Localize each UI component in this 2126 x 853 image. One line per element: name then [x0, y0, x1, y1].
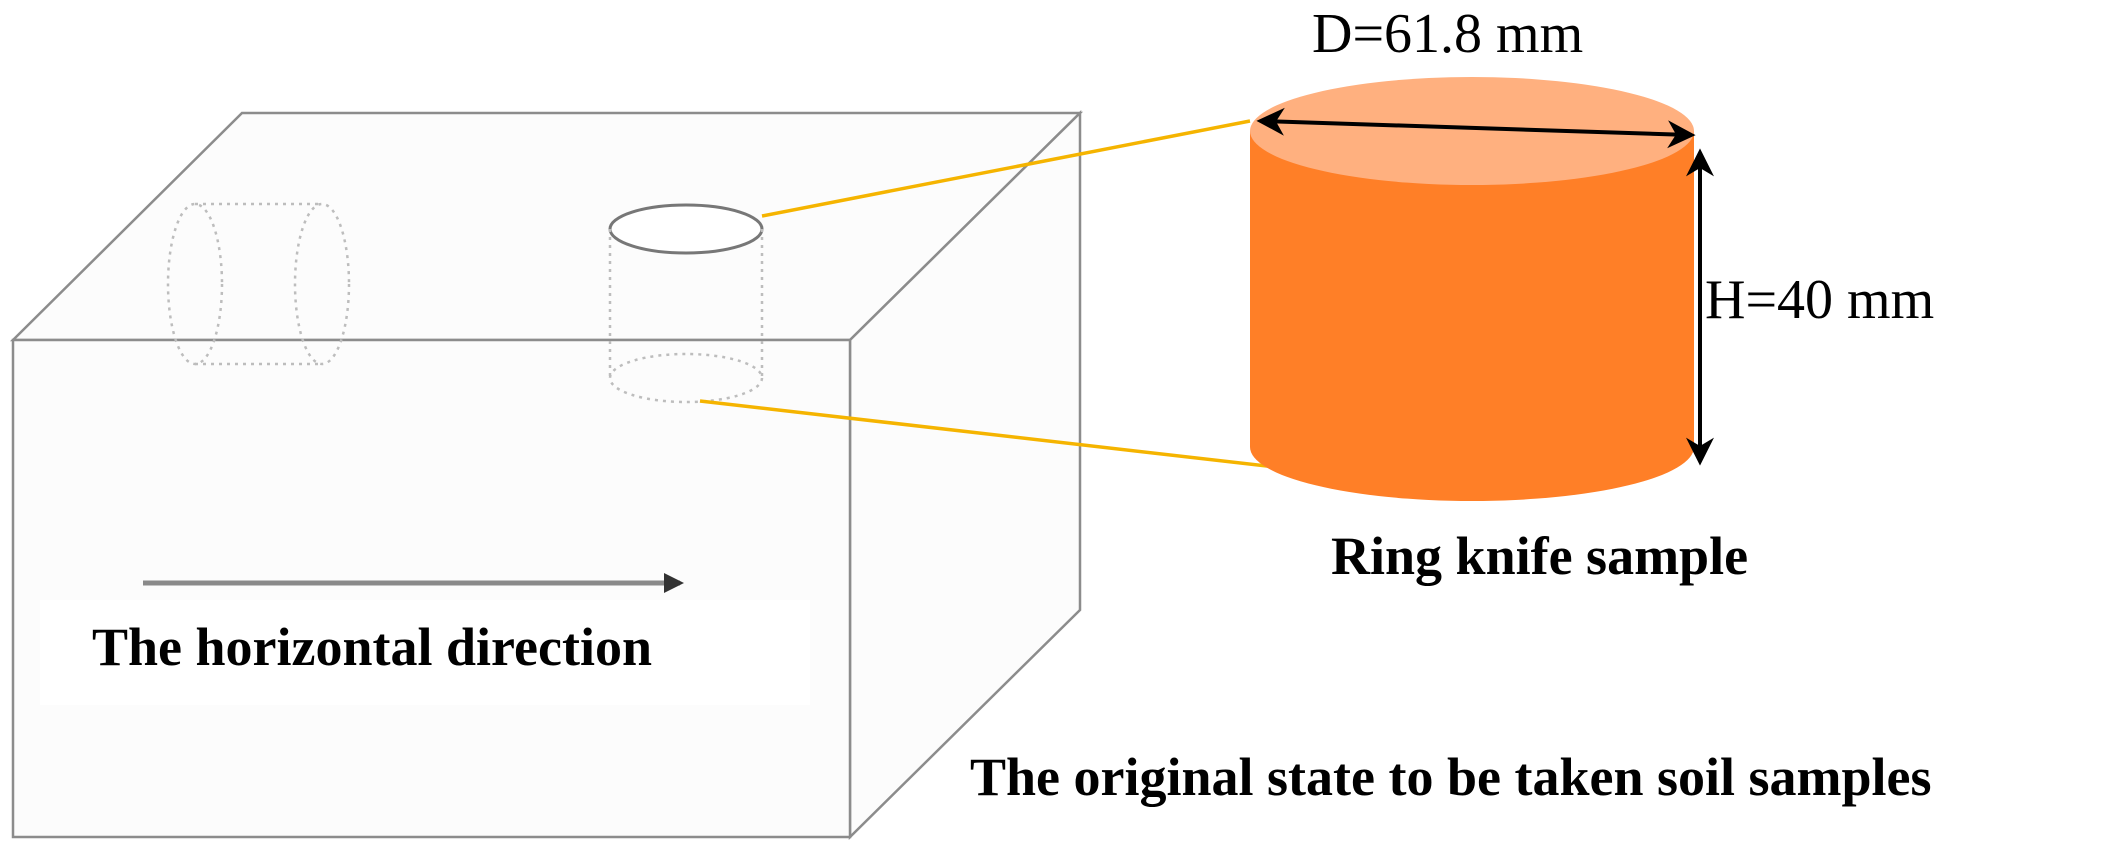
ring-knife-sample-caption: Ring knife sample: [1331, 526, 1748, 586]
original-state-caption: The original state to be taken soil samp…: [970, 747, 1932, 807]
diameter-arrow: [1256, 107, 1696, 149]
horizontal-direction-label-backdrop: [40, 600, 810, 705]
horizontal-sample-outline: [166, 202, 351, 366]
vertical-sample-top-rim: [608, 203, 764, 255]
height-label: H=40 mm: [1705, 269, 1934, 331]
connector-line-bottom: [699, 399, 1276, 469]
horizontal-sample-right-end: [293, 202, 351, 366]
connector-line-top: [761, 119, 1251, 218]
soil-block: [9, 110, 1084, 840]
cylinder-side: [1250, 131, 1694, 501]
diameter-label: D=61.8 mm: [1312, 3, 1583, 65]
vertical-sample-bottom-rim: [608, 352, 764, 404]
soil-block-front-face: [11, 338, 852, 839]
vertical-sample-outline: [608, 203, 764, 404]
horizontal-direction-label: The horizontal direction: [92, 617, 652, 677]
ring-knife-sample: [1250, 77, 1694, 501]
